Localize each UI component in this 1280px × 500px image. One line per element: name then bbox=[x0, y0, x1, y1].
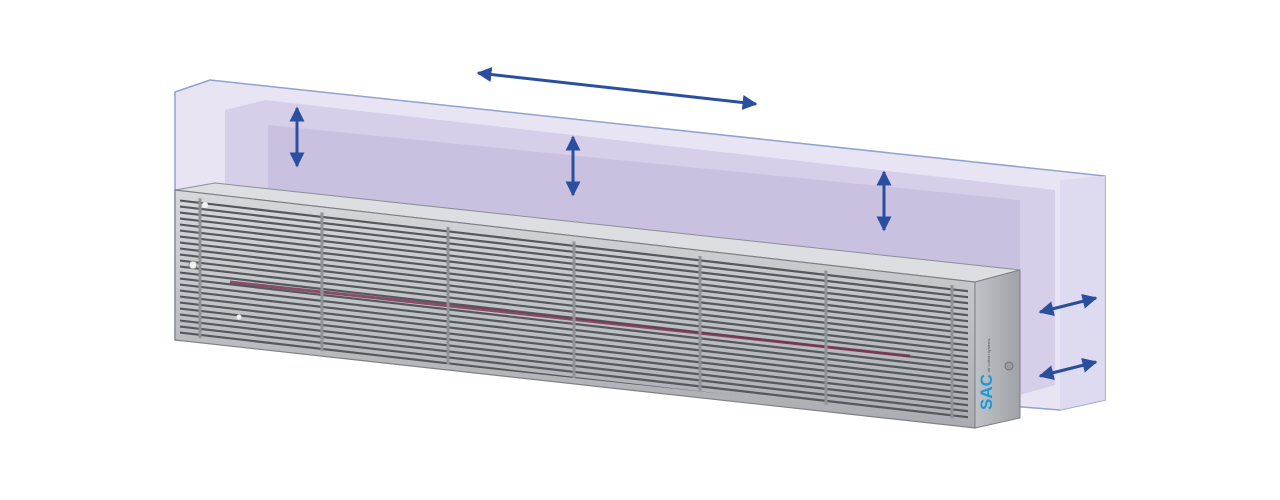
depth-arrow-lower bbox=[1038, 357, 1098, 381]
brand-logo: SAC bbox=[977, 374, 996, 410]
depth-arrow-upper bbox=[1038, 293, 1098, 317]
top-screw bbox=[202, 202, 208, 208]
heater-element bbox=[229, 280, 911, 358]
left-screw-small bbox=[236, 314, 242, 320]
brand-tagline: air curtain systems bbox=[986, 339, 991, 372]
side-screw bbox=[1004, 361, 1014, 371]
horizontal-airflow-arrow bbox=[476, 67, 758, 110]
air-curtain-unit: SAC air curtain systems bbox=[174, 182, 1021, 429]
airflow-arrows bbox=[289, 67, 1098, 381]
left-screw bbox=[188, 260, 198, 270]
front-grille bbox=[180, 196, 968, 420]
